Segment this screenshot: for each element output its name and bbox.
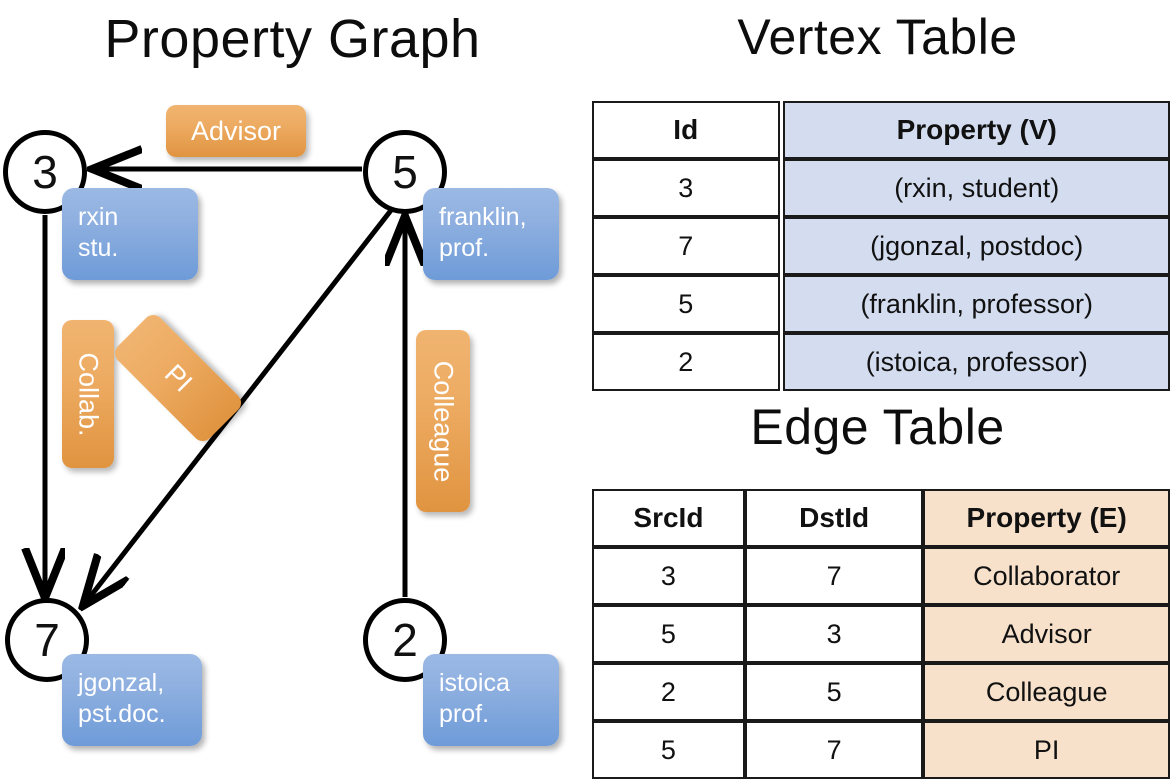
vertex-cell-id: 2 [592,333,780,391]
vertex-col-header-property: Property (V) [783,101,1170,159]
edge-label-colleague[interactable]: Colleague [416,330,470,512]
edge-label-colleague-text: Colleague [428,360,459,482]
table-row[interactable]: 2 (istoica, professor) [592,333,1170,391]
edge-cell-property: PI [923,721,1170,779]
page-title-property-graph: Property Graph [104,9,481,69]
table-row[interactable]: 7 (jgonzal, postdoc) [592,217,1170,275]
edge-cell-dstid: 3 [744,605,924,663]
vertex-cell-id: 3 [592,159,780,217]
node-property-box-2[interactable]: istoica prof. [423,654,559,746]
page-title-vertex-table: Vertex Table [737,9,1018,65]
edge-cell-dstid: 7 [744,547,924,605]
table-header-row: SrcId DstId Property (E) [592,489,1170,547]
property-graph-diagram: 3 5 7 2 Advisor Collab. PI Colleague rxi… [0,0,585,760]
table-row[interactable]: 3 7 Collaborator [592,547,1170,605]
node-property-box-3[interactable]: rxin stu. [62,188,198,280]
table-row[interactable]: 5 (franklin, professor) [592,275,1170,333]
edge-cell-property: Colleague [923,663,1170,721]
edge-label-advisor[interactable]: Advisor [166,105,306,157]
edge-col-header-dstid: DstId [744,489,924,547]
table-row[interactable]: 2 5 Colleague [592,663,1170,721]
edge-cell-srcid: 5 [592,721,745,779]
edge-cell-srcid: 3 [592,547,745,605]
vertex-table: Id Property (V) 3 (rxin, student) 7 (jgo… [592,101,1170,391]
node-property-line-2: prof. [439,700,490,729]
table-row[interactable]: 3 (rxin, student) [592,159,1170,217]
edge-label-collab[interactable]: Collab. [62,320,114,468]
vertex-cell-id: 7 [592,217,780,275]
node-property-line-1: istoica [439,669,510,697]
node-property-line-1: franklin, [439,203,527,231]
node-property-line-2: stu. [78,234,119,263]
edge-table: SrcId DstId Property (E) 3 7 Collaborato… [592,489,1170,779]
table-header-row: Id Property (V) [592,101,1170,159]
edge-col-header-property: Property (E) [923,489,1170,547]
edge-label-collab-text: Collab. [73,351,104,437]
vertex-cell-property: (rxin, student) [783,159,1170,217]
vertex-cell-property: (jgonzal, postdoc) [783,217,1170,275]
edge-cell-dstid: 7 [744,721,924,779]
edge-cell-property: Advisor [923,605,1170,663]
vertex-col-header-id: Id [592,101,780,159]
edge-label-pi-text: PI [158,358,198,398]
vertex-cell-id: 5 [592,275,780,333]
edge-label-advisor-text: Advisor [190,115,282,146]
graph-node-5[interactable]: 5 [363,130,447,214]
node-property-line-1: rxin [78,203,119,231]
vertex-cell-property: (istoica, professor) [783,333,1170,391]
node-property-line-2: prof. [439,234,490,263]
edge-cell-srcid: 2 [592,663,745,721]
edge-cell-property: Collaborator [923,547,1170,605]
vertex-cell-property: (franklin, professor) [783,275,1170,333]
table-row[interactable]: 5 3 Advisor [592,605,1170,663]
node-property-box-7[interactable]: jgonzal, pst.doc. [62,654,202,746]
node-property-line-2: pst.doc. [78,700,166,729]
graph-node-2[interactable]: 2 [363,598,447,682]
node-property-line-1: jgonzal, [78,669,165,697]
edge-cell-srcid: 5 [592,605,745,663]
edge-col-header-srcid: SrcId [592,489,745,547]
edge-cell-dstid: 5 [744,663,924,721]
node-property-box-5[interactable]: franklin, prof. [423,188,559,280]
table-row[interactable]: 5 7 PI [592,721,1170,779]
page-title-edge-table: Edge Table [750,399,1005,455]
